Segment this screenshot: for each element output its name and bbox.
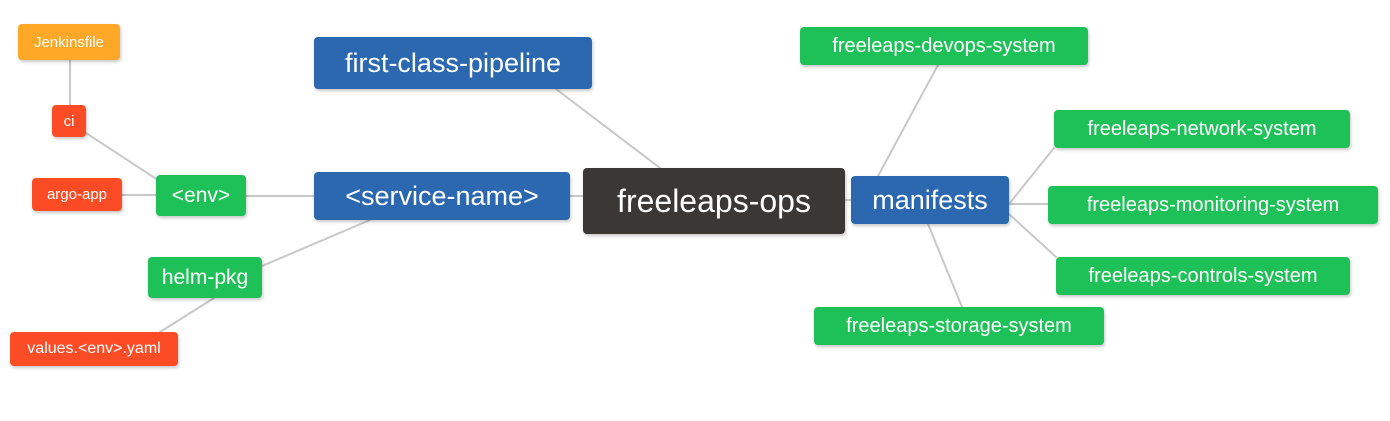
node-label-argo-app: argo-app <box>46 186 108 203</box>
node-freeleaps-devops-system[interactable]: freeleaps-devops-system <box>800 27 1088 65</box>
edge-manifests-to-freeleaps-storage-system <box>927 223 963 308</box>
node-freeleaps-controls-system[interactable]: freeleaps-controls-system <box>1056 257 1350 295</box>
node-label-first-class-pipeline: first-class-pipeline <box>344 47 562 78</box>
node-label-service-name: <service-name> <box>345 180 539 211</box>
node-label-freeleaps-controls-system: freeleaps-controls-system <box>1088 265 1318 287</box>
node-manifests[interactable]: manifests <box>851 176 1009 224</box>
node-freeleaps-monitoring-system[interactable]: freeleaps-monitoring-system <box>1048 186 1378 224</box>
node-service-name[interactable]: <service-name> <box>314 172 570 220</box>
node-freeleaps-network-system[interactable]: freeleaps-network-system <box>1054 110 1350 148</box>
node-helm-pkg[interactable]: helm-pkg <box>148 257 262 298</box>
node-label-manifests: manifests <box>872 184 988 215</box>
node-values-yaml[interactable]: values.<env>.yaml <box>10 332 178 366</box>
node-label-values-yaml: values.<env>.yaml <box>27 340 161 357</box>
edge-manifests-to-freeleaps-devops-system <box>877 64 939 177</box>
edge-first-class-pipeline-to-freeleaps-ops <box>555 88 661 169</box>
node-label-freeleaps-monitoring-system: freeleaps-monitoring-system <box>1086 194 1340 216</box>
edge-values-yaml-to-helm-pkg <box>159 297 215 333</box>
node-jenkinsfile[interactable]: Jenkinsfile <box>18 24 120 60</box>
node-label-jenkinsfile: Jenkinsfile <box>33 33 105 51</box>
node-first-class-pipeline[interactable]: first-class-pipeline <box>314 37 592 89</box>
node-label-freeleaps-ops: freeleaps-ops <box>617 183 811 219</box>
edge-helm-pkg-to-service-name <box>261 219 371 267</box>
node-label-ci: ci <box>63 112 75 130</box>
edge-ci-to-env <box>85 132 159 181</box>
node-env[interactable]: <env> <box>156 175 246 216</box>
node-argo-app[interactable]: argo-app <box>32 178 122 211</box>
node-freeleaps-storage-system[interactable]: freeleaps-storage-system <box>814 307 1104 345</box>
node-label-freeleaps-devops-system: freeleaps-devops-system <box>832 35 1056 57</box>
node-freeleaps-ops[interactable]: freeleaps-ops <box>583 168 845 234</box>
node-label-freeleaps-network-system: freeleaps-network-system <box>1087 118 1317 140</box>
node-label-env: <env> <box>171 184 231 207</box>
node-label-freeleaps-storage-system: freeleaps-storage-system <box>846 315 1072 337</box>
node-ci[interactable]: ci <box>52 105 86 137</box>
node-label-helm-pkg: helm-pkg <box>161 266 249 289</box>
